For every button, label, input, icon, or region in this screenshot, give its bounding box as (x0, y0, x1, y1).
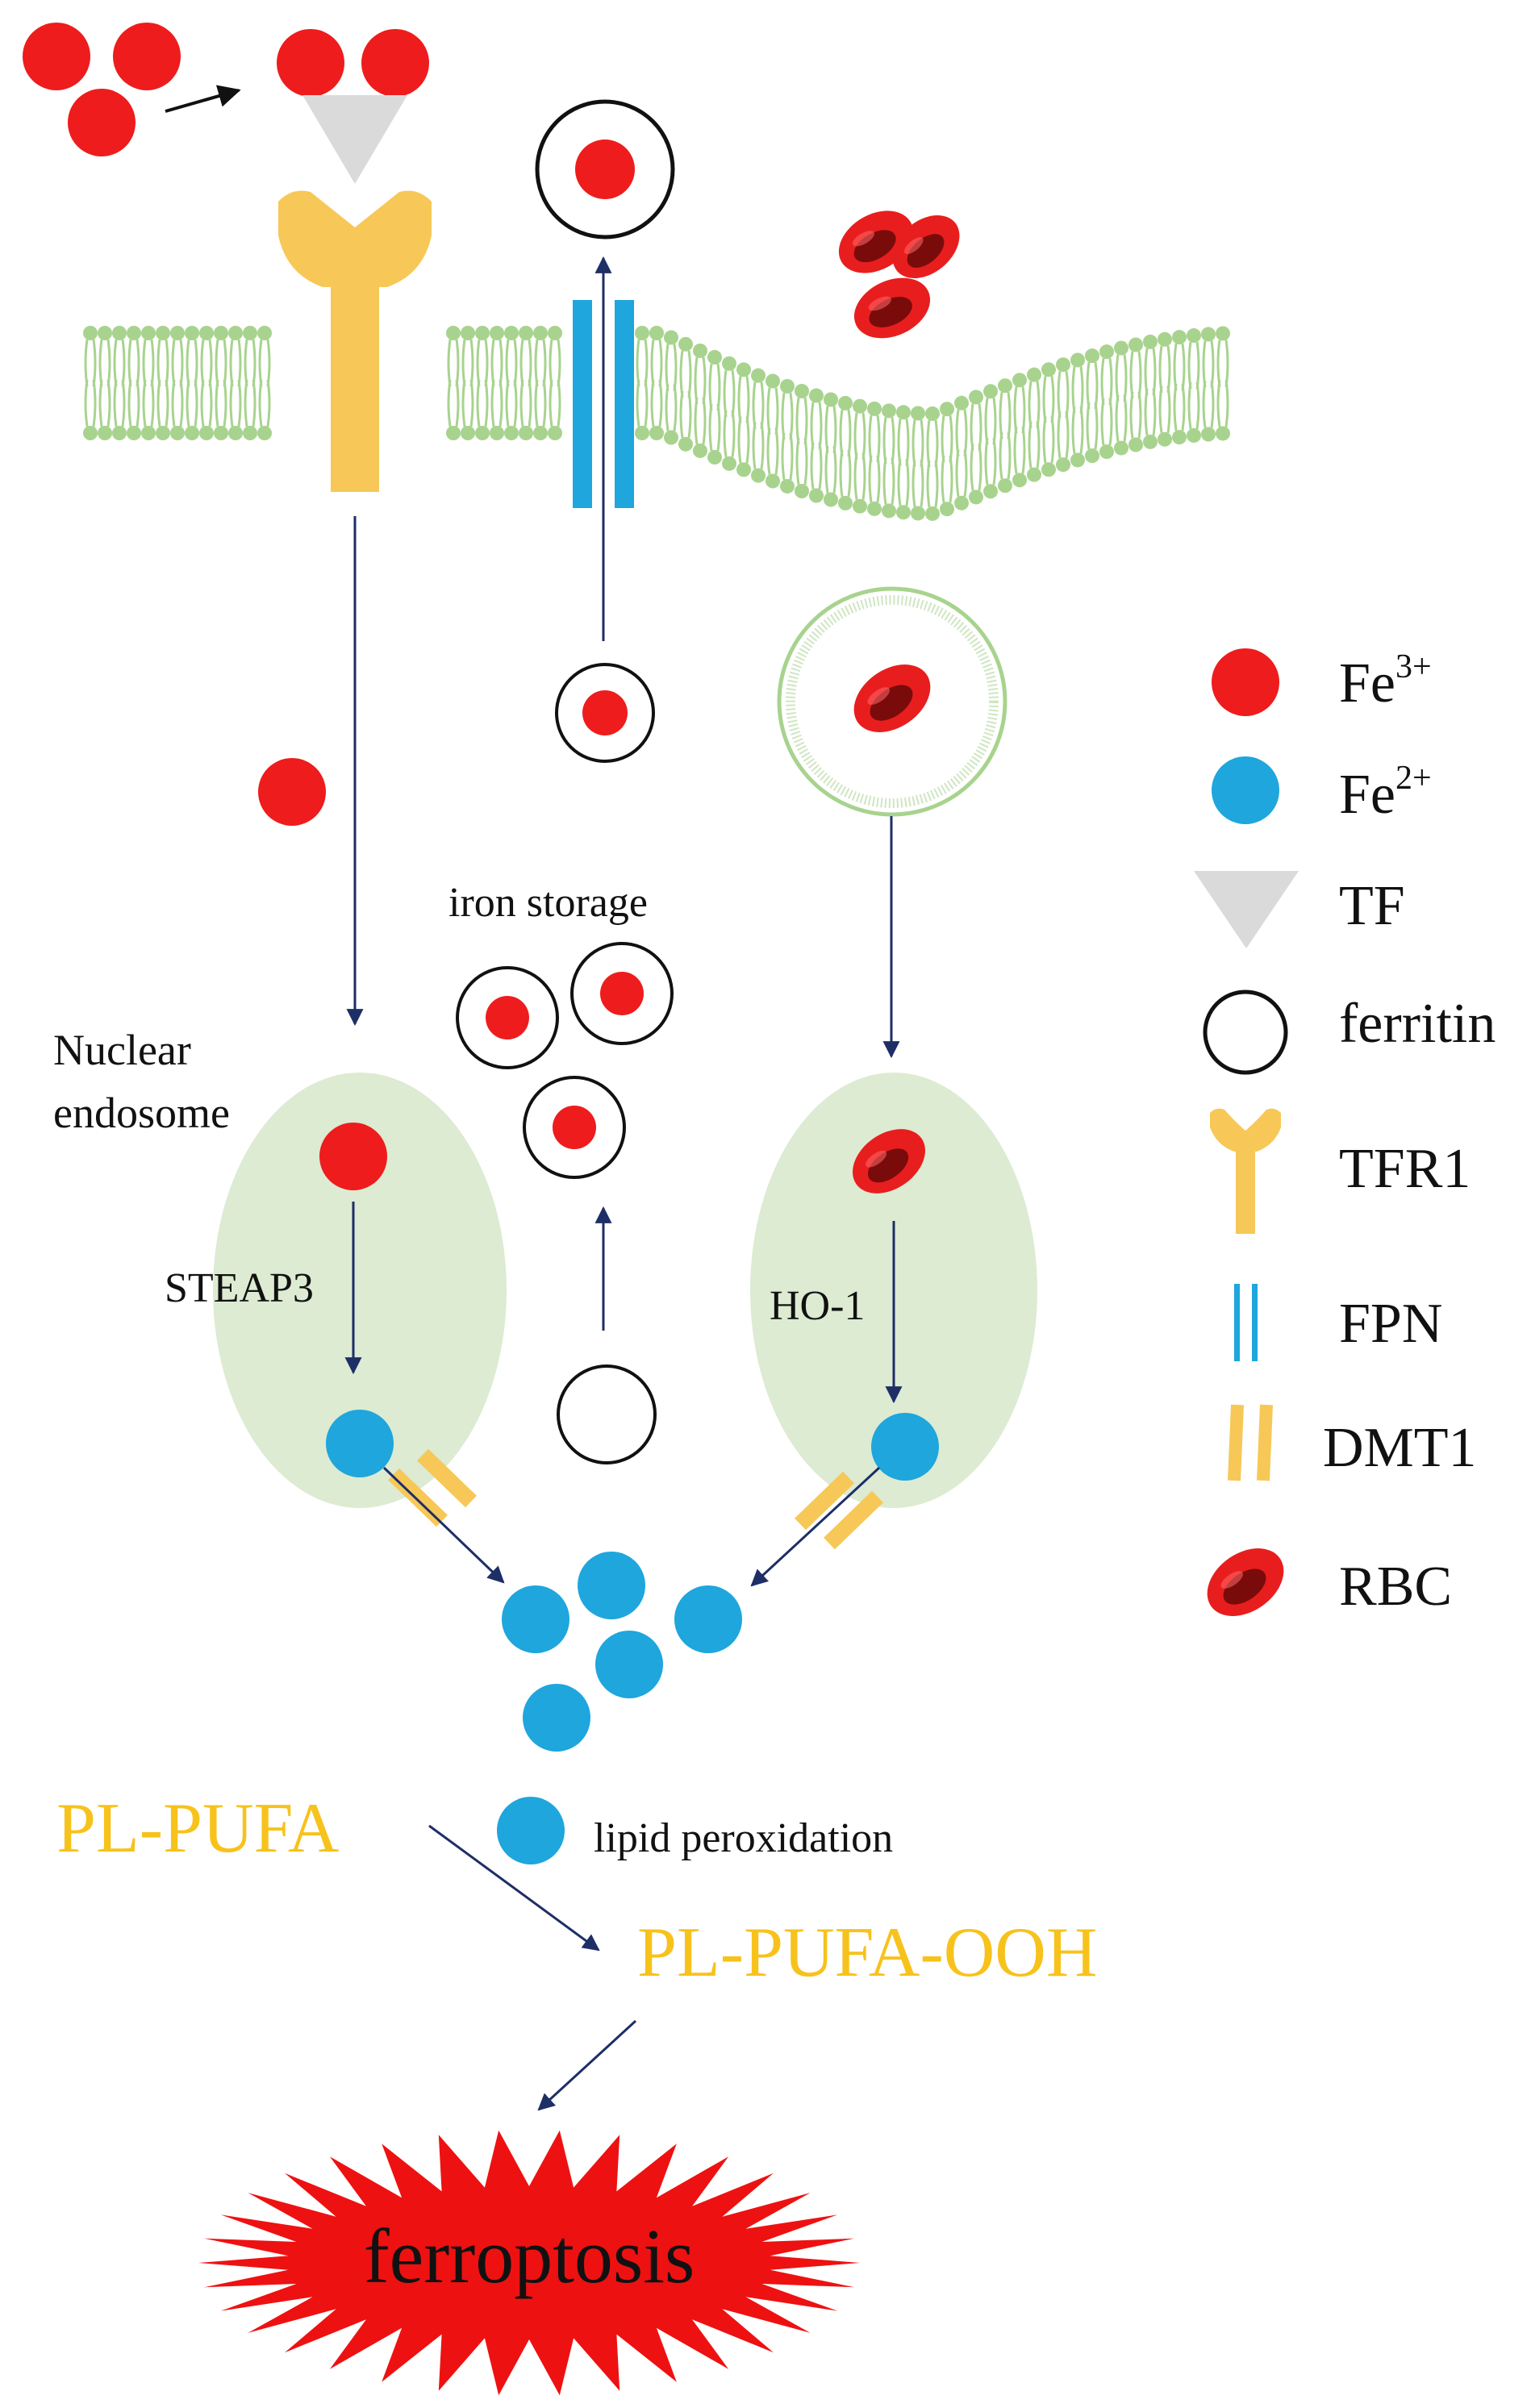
legend-item-fe2: Fe2+ (1212, 756, 1432, 826)
legend-item-ferritin: ferritin (1203, 989, 1496, 1075)
svg-text:Fe2+: Fe2+ (1339, 760, 1432, 826)
endosome-fe3 (319, 1123, 387, 1190)
endosome-fe2-right (871, 1413, 939, 1481)
free-fe3 (258, 758, 326, 826)
legend-dmt1-text: DMT1 (1323, 1417, 1477, 1479)
rbc-cluster (828, 198, 972, 350)
legend-fe2-sup: 2+ (1395, 760, 1432, 797)
labile-fe2-pool (497, 1552, 742, 1864)
extracellular-fe3-cluster (23, 23, 181, 156)
cell-membrane (83, 326, 1230, 521)
pl-pufa-ooh-label: PL-PUFA-OOH (637, 1914, 1097, 1992)
phagocytosed-rbc-vesicle (777, 586, 1007, 817)
fe2-circle-icon (1212, 756, 1279, 824)
nuclear-endosome-label-2: endosome (53, 1089, 230, 1137)
dmt1-channel-icon (1228, 1404, 1273, 1481)
legend-item-rbc: RBC (1194, 1534, 1452, 1631)
legend-rbc-text: RBC (1339, 1556, 1452, 1618)
ferritin-ring-icon (1203, 989, 1288, 1075)
legend-fpn-text: FPN (1339, 1293, 1442, 1355)
fpn-channel-icon (1234, 1284, 1258, 1361)
tfr1-receptor-icon (1210, 1108, 1281, 1234)
tfr1-receptor (278, 190, 432, 492)
iron-storage-label: iron storage (448, 880, 648, 926)
left-endosome (213, 1073, 507, 1508)
dmt1-right (795, 1471, 883, 1550)
legend-tfr1-text: TFR1 (1339, 1138, 1471, 1200)
legend-item-fpn: FPN (1234, 1284, 1442, 1361)
endosome-fe2-left (326, 1410, 394, 1477)
legend-tf-text: TF (1339, 875, 1405, 937)
legend-fe2-text: Fe (1339, 764, 1395, 826)
left-release-arrow (382, 1466, 505, 1584)
fe3-circle-icon (1212, 648, 1279, 716)
ferroptosis-arrow (537, 2019, 637, 2111)
lipid-peroxidation-label: lipid peroxidation (594, 1815, 893, 1861)
pl-pufa-label: PL-PUFA (56, 1789, 339, 1868)
peroxidation-arrow (428, 1824, 600, 1952)
tf-bound-fe3 (277, 29, 429, 184)
fpn-channel (573, 300, 634, 508)
legend-item-tf: TF (1194, 871, 1405, 948)
stored-ferritin-group (456, 942, 674, 1179)
legend-ferritin-text: ferritin (1339, 993, 1496, 1055)
internal-ferritin (555, 663, 655, 763)
right-release-arrow (750, 1466, 881, 1587)
legend: Fe3+ Fe2+ TF ferritin TFR1 FPN (1194, 648, 1496, 1631)
legend-item-tfr1: TFR1 (1210, 1108, 1471, 1234)
legend-item-dmt1: DMT1 (1228, 1404, 1477, 1481)
legend-fe3-text: Fe (1339, 652, 1395, 714)
nuclear-endosome-label-1: Nuclear (53, 1026, 191, 1074)
steap3-label: STEAP3 (165, 1265, 314, 1311)
exported-ferritin (535, 99, 675, 240)
rbc-cell-icon (1194, 1534, 1297, 1631)
legend-fe3-sup: 3+ (1395, 648, 1432, 685)
svg-text:Fe3+: Fe3+ (1339, 648, 1432, 714)
legend-item-fe3: Fe3+ (1212, 648, 1432, 716)
ho1-label: HO-1 (770, 1283, 865, 1329)
ferroptosis-label: ferroptosis (364, 2213, 695, 2299)
dmt1-left (388, 1448, 477, 1527)
empty-ferritin (557, 1364, 657, 1464)
tf-triangle-icon (1194, 871, 1299, 948)
binding-arrow (165, 85, 241, 113)
ferroptosis-burst (198, 2130, 860, 2396)
